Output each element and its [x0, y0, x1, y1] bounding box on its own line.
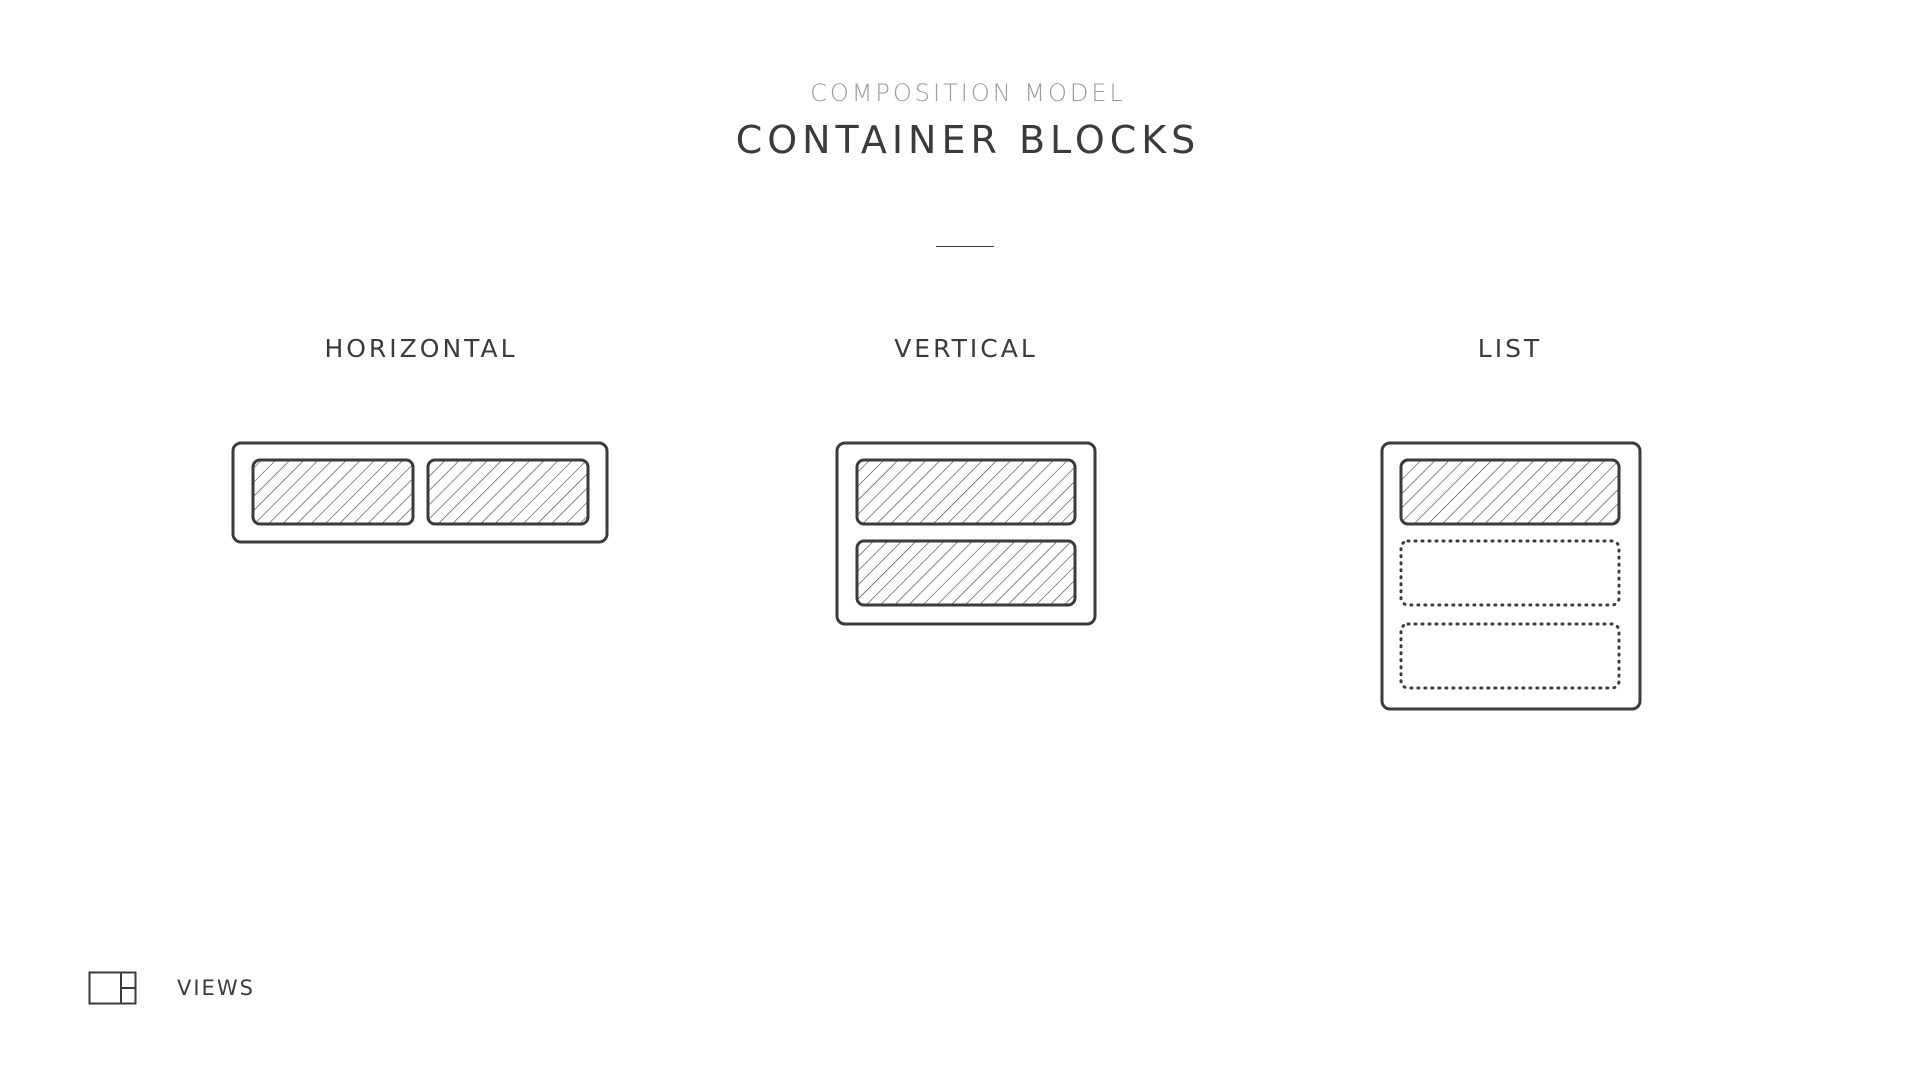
views-layout-icon — [88, 971, 137, 1005]
list-label: LIST — [1477, 334, 1543, 363]
list-container — [1380, 441, 1642, 711]
title-divider — [936, 246, 994, 247]
horizontal-label: HORIZONTAL — [324, 334, 518, 363]
horizontal-block-1 — [251, 458, 415, 526]
list-block-placeholder-2 — [1399, 622, 1621, 690]
footer-views-label: VIEWS — [177, 976, 255, 1000]
vertical-container — [835, 441, 1097, 626]
list-block-filled — [1399, 458, 1621, 526]
vertical-label: VERTICAL — [894, 334, 1038, 363]
horizontal-container — [231, 441, 609, 544]
horizontal-block-2 — [426, 458, 590, 526]
page-title: CONTAINER BLOCKS — [735, 118, 1201, 162]
list-block-placeholder-1 — [1399, 539, 1621, 607]
page-subtitle: COMPOSITION MODEL — [810, 79, 1126, 107]
vertical-block-1 — [855, 458, 1077, 526]
vertical-block-2 — [855, 539, 1077, 607]
